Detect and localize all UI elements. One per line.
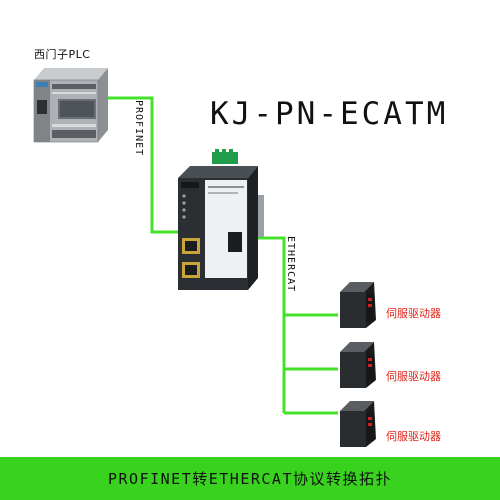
servo-drive-label: 伺服驱动器 [386,307,441,320]
servo-drive-1 [340,282,376,328]
ethercat-link-label: ETHERCAT [285,236,296,293]
servo-drive-label: 伺服驱动器 [386,430,441,443]
gateway-device [178,149,264,290]
profinet-link [100,96,178,234]
profinet-link-label: PROFINET [133,100,144,157]
plc-label: 西门子PLC [34,48,91,61]
footer-banner: PROFINET转ETHERCAT协议转换拓扑 [0,457,500,500]
gateway-model-title: KJ-PN-ECATM [210,96,449,132]
servo-drive-3 [340,401,376,447]
connection-lines [100,96,338,415]
plc-device [33,68,108,143]
ethercat-trunk [248,236,286,413]
servo-drive-label: 伺服驱动器 [386,370,441,383]
servo-drive-2 [340,342,376,388]
footer-caption: PROFINET转ETHERCAT协议转换拓扑 [108,470,392,488]
